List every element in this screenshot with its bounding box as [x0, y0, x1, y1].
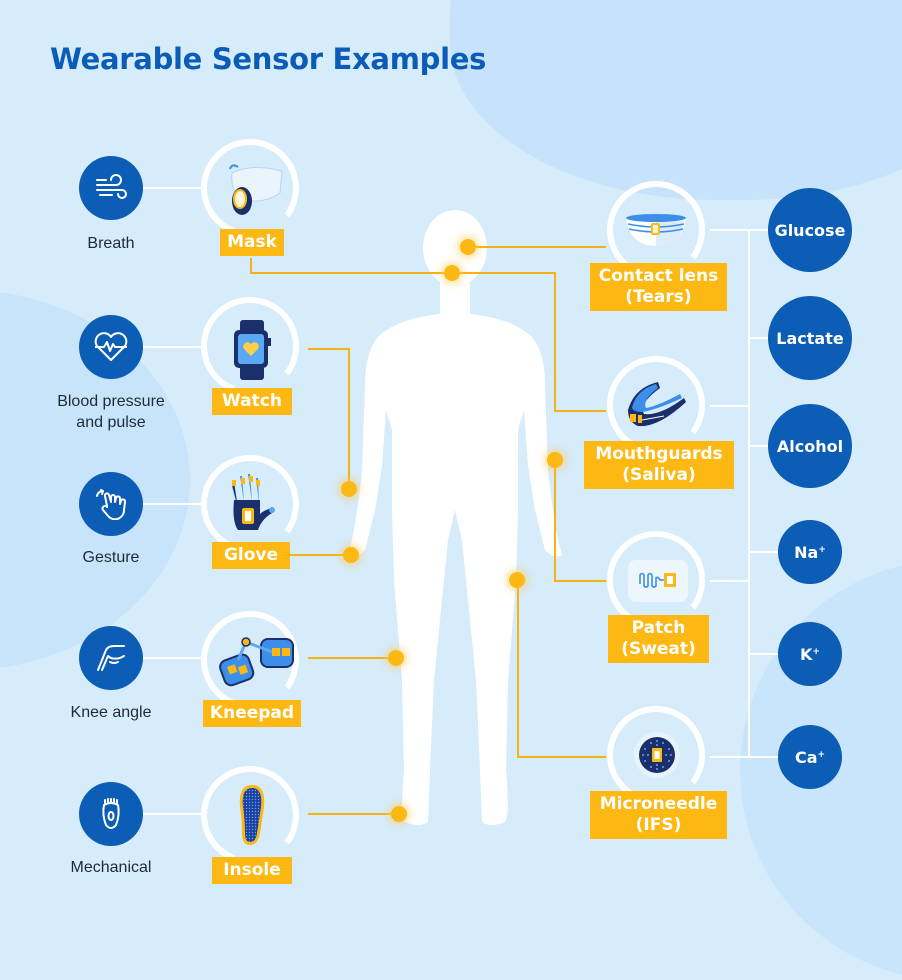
connector-mask — [250, 272, 555, 274]
category-label-gesture: Gesture — [82, 549, 140, 566]
connector-mouthguard-vertical — [554, 272, 556, 412]
mouthguard-icon — [628, 382, 686, 427]
category-label-knee-angle: Knee angle — [70, 704, 152, 721]
sensor-point-wrist — [341, 481, 357, 497]
bus-link-sodium — [748, 551, 780, 553]
sensor-point-eye — [460, 239, 476, 255]
connector-mask-drop — [250, 258, 252, 274]
device-label-patch: Patch (Sweat) — [608, 615, 709, 663]
mask-icon — [229, 164, 283, 215]
bus-link-mouthguard — [710, 405, 750, 407]
sensor-point-foot — [391, 806, 407, 822]
device-label-mask: Mask — [220, 229, 284, 256]
connector-watch — [308, 348, 350, 350]
bus-link-calcium — [748, 756, 780, 758]
bus-link-contact-lens — [710, 229, 750, 231]
hand-gesture-icon — [96, 489, 127, 520]
page-title: Wearable Sensor Examples — [50, 42, 487, 76]
connector-glove — [290, 554, 350, 556]
category-label-breath: Breath — [87, 235, 135, 252]
category-knee-angle — [79, 626, 143, 690]
analyte-calcium: Ca+ — [778, 725, 842, 789]
kneepad-icon — [219, 637, 294, 687]
connector-knee-angle — [140, 657, 205, 659]
category-label-mechanical: Mechanical — [70, 859, 152, 876]
contact-lens-icon — [626, 214, 686, 246]
connector-mouthguard — [554, 410, 606, 412]
sensor-point-hip — [509, 572, 525, 588]
analyte-sodium: Na+ — [778, 520, 842, 584]
analyte-alcohol: Alcohol — [768, 404, 852, 488]
knee-icon — [97, 645, 125, 671]
connector-mechanical — [140, 813, 205, 815]
sensor-point-mouth — [444, 265, 460, 281]
bus-link-patch — [710, 580, 750, 582]
device-label-mouthguard: Mouthguards (Saliva) — [584, 441, 734, 489]
analyte-potassium: K+ — [778, 622, 842, 686]
human-silhouette-icon — [348, 210, 562, 825]
connector-microneedle — [517, 756, 606, 758]
insole-icon — [239, 785, 265, 845]
patch-icon — [628, 560, 688, 602]
bus-link-glucose — [748, 229, 770, 231]
bus-link-alcohol — [748, 445, 770, 447]
sensor-point-arm — [547, 452, 563, 468]
foot-icon — [102, 798, 120, 829]
category-mechanical — [79, 782, 143, 846]
device-label-contact-lens: Contact lens (Tears) — [590, 263, 727, 311]
connector-kneepad — [308, 657, 396, 659]
analyte-lactate: Lactate — [768, 296, 852, 380]
connector-patch-vertical — [554, 460, 556, 582]
wind-icon — [96, 174, 127, 199]
connector-breath — [140, 187, 205, 189]
heart-pulse-icon — [94, 332, 128, 361]
category-gesture — [79, 472, 143, 536]
smartwatch-icon — [234, 320, 271, 380]
category-label-blood-pressure: Blood pressure and pulse — [57, 393, 165, 431]
category-blood-pressure — [79, 315, 143, 379]
connector-blood-pressure — [140, 346, 205, 348]
background-blob-top-right — [450, 0, 902, 200]
category-breath — [79, 156, 143, 220]
sensor-point-hand — [343, 547, 359, 563]
device-label-microneedle: Microneedle (IFS) — [590, 791, 727, 839]
device-label-glove: Glove — [212, 542, 290, 569]
glove-icon — [232, 474, 275, 530]
microneedle-icon — [634, 732, 680, 778]
connector-contact-lens — [468, 246, 606, 248]
connector-microneedle-vertical — [517, 580, 519, 758]
device-label-watch: Watch — [212, 388, 292, 415]
bus-link-lactate — [748, 337, 770, 339]
connector-insole — [308, 813, 400, 815]
sensor-point-knee — [388, 650, 404, 666]
bus-link-microneedle — [710, 756, 750, 758]
analyte-glucose: Glucose — [768, 188, 852, 272]
connector-patch — [554, 580, 606, 582]
analyte-bus-vertical — [748, 229, 750, 758]
device-label-kneepad: Kneepad — [203, 700, 301, 727]
connector-gesture — [140, 503, 205, 505]
device-label-insole: Insole — [212, 857, 292, 884]
bus-link-potassium — [748, 653, 780, 655]
connector-watch-drop — [348, 348, 350, 488]
